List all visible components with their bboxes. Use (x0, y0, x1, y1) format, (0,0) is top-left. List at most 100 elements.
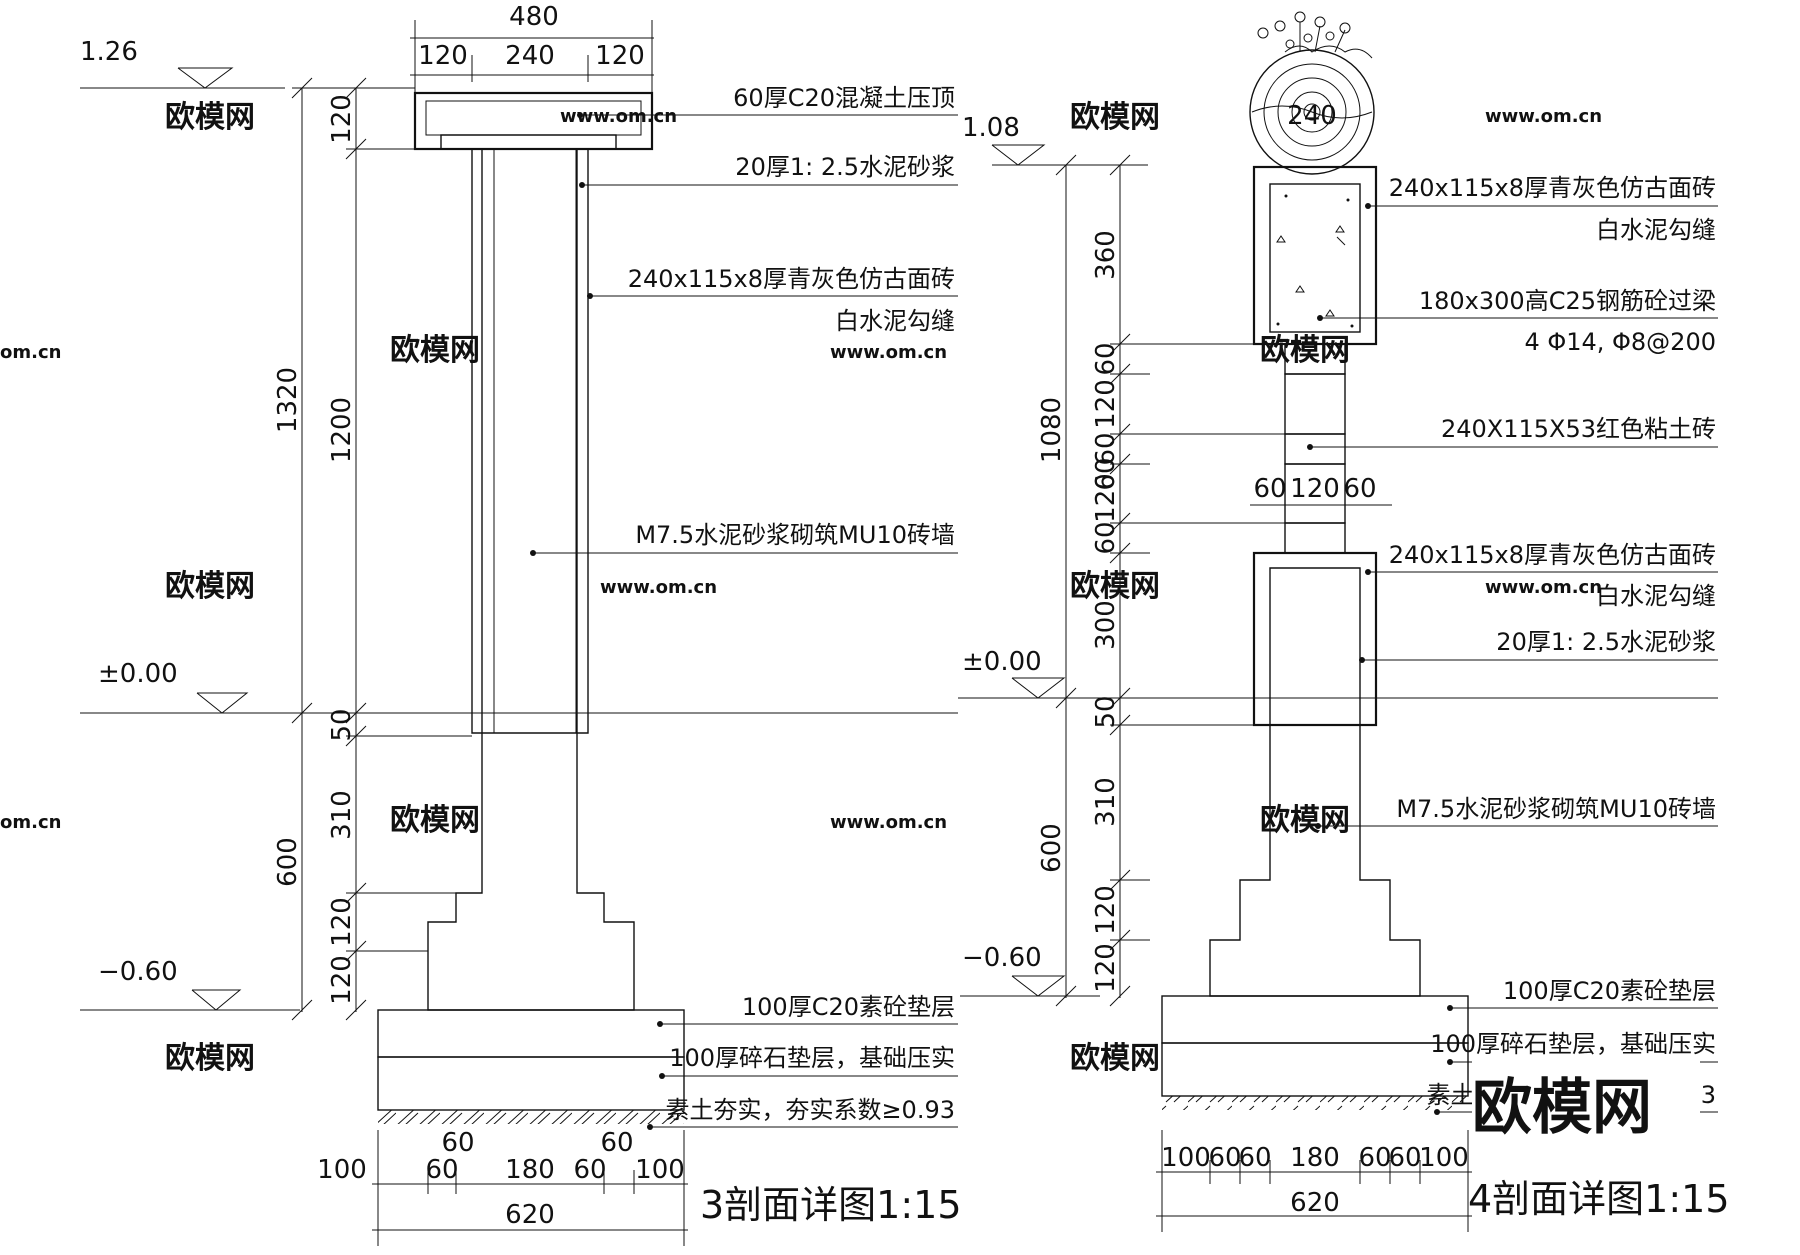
label-gravel: 100厚碎石垫层，基础压实 (1430, 1030, 1716, 1058)
leader-dots (530, 112, 665, 1130)
label-soil: 素土夯实，夯实系数≥0.93 (665, 1096, 955, 1124)
watermark-text: 欧模网 (1260, 333, 1350, 368)
site-logo: 欧模网 (1472, 1073, 1652, 1143)
concrete-cushion (1161, 995, 1469, 1044)
gravel-cushion (377, 1056, 685, 1111)
label-concrete-cushion: 100厚C20素砼垫层 (742, 993, 955, 1021)
label-brick-wall: M7.5水泥砂浆砌筑MU10砖墙 (1396, 795, 1716, 823)
dim-inner: 300 (1091, 600, 1121, 650)
elevation-top-label: 1.26 (80, 37, 138, 67)
dim-top-seg: 120 (418, 41, 468, 71)
log-cap-ornament (1249, 11, 1375, 175)
brick-pier-void (1284, 373, 1346, 435)
elevation-top-label: 1.08 (962, 113, 1020, 143)
dim-top-seg: 240 (505, 41, 555, 71)
watermark-text: 欧模网 (390, 333, 480, 368)
dim-extension (1161, 1130, 1469, 1232)
dim-inner: 120 (327, 94, 357, 144)
dim-inner: 50 (327, 708, 357, 741)
dim-ticks (291, 77, 367, 1021)
dim-bottom-seg: 60 (1388, 1143, 1421, 1173)
red-brick (1284, 433, 1346, 465)
dim-inner: 120 (1091, 379, 1121, 429)
label-grout: 白水泥勾缝 (1596, 216, 1716, 244)
logo-backdrop (1472, 1060, 1700, 1132)
elevation-bottom-label: −0.60 (962, 943, 1042, 973)
gravel-cushion (1161, 1042, 1469, 1097)
watermark-text: 欧模网 (1070, 1041, 1160, 1076)
elevation-zero-label: ±0.00 (98, 659, 178, 689)
watermark-url: www.om.cn (560, 106, 677, 127)
dim-inner: 60 (1091, 457, 1121, 490)
watermark-text: 欧模网 (1260, 803, 1350, 838)
dim-bottom-seg: 100 (635, 1155, 685, 1185)
watermark-url-fragment: om.cn (0, 342, 61, 363)
dim-bottom-seg: 60 (1238, 1143, 1271, 1173)
label-mortar: 20厚1: 2.5水泥砂浆 (735, 153, 955, 181)
dim-inner: 50 (1091, 695, 1121, 728)
dim-1320: 1320 (273, 367, 303, 433)
dim-mid-seg: 60 (1253, 474, 1286, 504)
rammed-soil (378, 1110, 684, 1124)
dim-inner: 1200 (327, 397, 357, 463)
dim-bottom-seg: 180 (1290, 1143, 1340, 1173)
brick-wall-section (427, 134, 635, 1011)
dim-extension (1110, 343, 1285, 941)
dim-bottom-seg: 180 (505, 1155, 555, 1185)
brick-pier (1284, 522, 1346, 554)
flower-decoration (1257, 11, 1373, 59)
elevation-symbol (196, 692, 249, 714)
dim-bottom-total: 620 (505, 1200, 555, 1230)
dim-mid-seg: 60 (1343, 474, 1376, 504)
elevation-zero-label: ±0.00 (962, 647, 1042, 677)
dim-inner: 120 (327, 955, 357, 1005)
elevation-symbol (177, 67, 234, 89)
label-gravel: 100厚碎石垫层，基础压实 (669, 1044, 955, 1072)
watermark-text: 欧模网 (390, 803, 480, 838)
concrete-cushion (377, 1009, 685, 1058)
watermark-url: www.om.cn (1485, 577, 1602, 598)
elevation-symbol (1011, 975, 1066, 997)
brick-wall-section (1209, 567, 1421, 997)
label-lintel: 180x300高C25钢筋砼过梁 (1419, 287, 1716, 315)
elevation-symbol (991, 144, 1046, 166)
label-tile: 240x115x8厚青灰色仿古面砖 (1389, 541, 1716, 569)
dim-top-seg: 120 (595, 41, 645, 71)
dim-bottom-seg: 60 (425, 1155, 458, 1185)
coping-cap (413, 91, 654, 151)
watermark-text: 欧模网 (1070, 569, 1160, 604)
label-mortar: 20厚1: 2.5水泥砂浆 (1496, 628, 1716, 656)
dim-inner: 120 (1091, 473, 1121, 523)
leader-dots (1307, 203, 1453, 1115)
label-grout: 白水泥勾缝 (835, 307, 955, 335)
lower-tile-block (1252, 551, 1378, 727)
finish-layer-outline (471, 149, 589, 734)
lintel-tile-block (1252, 165, 1378, 346)
elevation-symbol (191, 989, 242, 1011)
dim-inner: 60 (1091, 432, 1121, 465)
watermark-text: 欧模网 (165, 1041, 255, 1076)
section-4: 240 1.08 ±0.00 −0.60 (958, 11, 1730, 1232)
dim-600: 600 (273, 837, 303, 887)
dim-bottom-seg: 100 (317, 1155, 367, 1185)
section-3: 1.26 ±0.00 −0.60 480 120 240 120 1320 60… (80, 2, 962, 1246)
dim-inner: 60 (1091, 342, 1121, 375)
dim-cap-240: 240 (1287, 101, 1337, 131)
watermark-url: www.om.cn (1485, 106, 1602, 127)
dim-bottom-total: 620 (1290, 1188, 1340, 1218)
label-tile: 240x115x8厚青灰色仿古面砖 (1389, 174, 1716, 202)
dim-inner: 120 (327, 897, 357, 947)
section-3-title: 3剖面详图1:15 (700, 1183, 962, 1227)
dim-inner: 310 (327, 790, 357, 840)
dim-step: 60 (441, 1128, 474, 1158)
rc-lintel (1269, 183, 1361, 333)
watermark-layer: 欧模网 欧模网 欧模网 欧模网 欧模网 欧模网 欧模网 欧模网 欧模网 欧模网 … (0, 100, 1602, 1076)
label-coping: 60厚C20混凝土压顶 (733, 84, 955, 112)
dim-inner: 120 (1091, 885, 1121, 935)
dim-top-width: 480 (509, 2, 559, 32)
watermark-url: www.om.cn (830, 812, 947, 833)
elevation-symbol (1011, 677, 1066, 699)
dim-inner: 310 (1091, 777, 1121, 827)
rammed-soil (1162, 1096, 1468, 1110)
